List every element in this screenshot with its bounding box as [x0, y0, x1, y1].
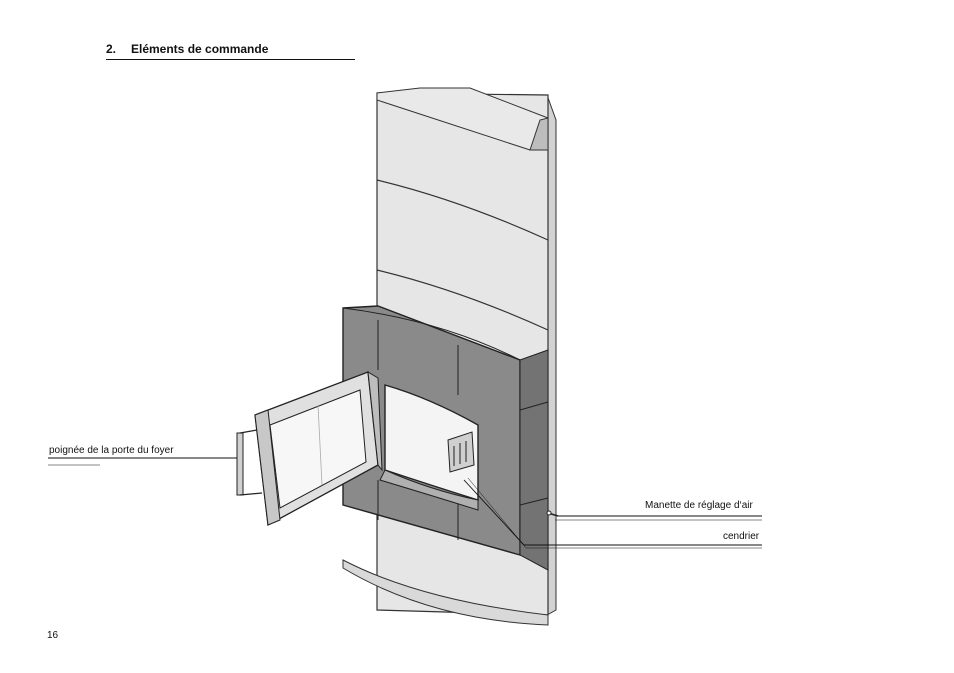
section-title: Eléments de commande: [131, 42, 269, 56]
ash-pan-leader: [463, 479, 762, 546]
section-number: 2.: [106, 42, 117, 56]
ash-pan-label: cendrier: [723, 531, 760, 542]
door-handle-label: poignée de la porte du foyer: [49, 445, 174, 456]
door-handle: [236, 432, 244, 496]
page-number: 16: [47, 630, 59, 641]
air-control-label: Manette de réglage d‘air: [645, 500, 753, 511]
section-heading: 2. Eléments de commande: [106, 41, 355, 60]
firebox-opening: [384, 384, 479, 501]
door-glass: [269, 389, 367, 509]
